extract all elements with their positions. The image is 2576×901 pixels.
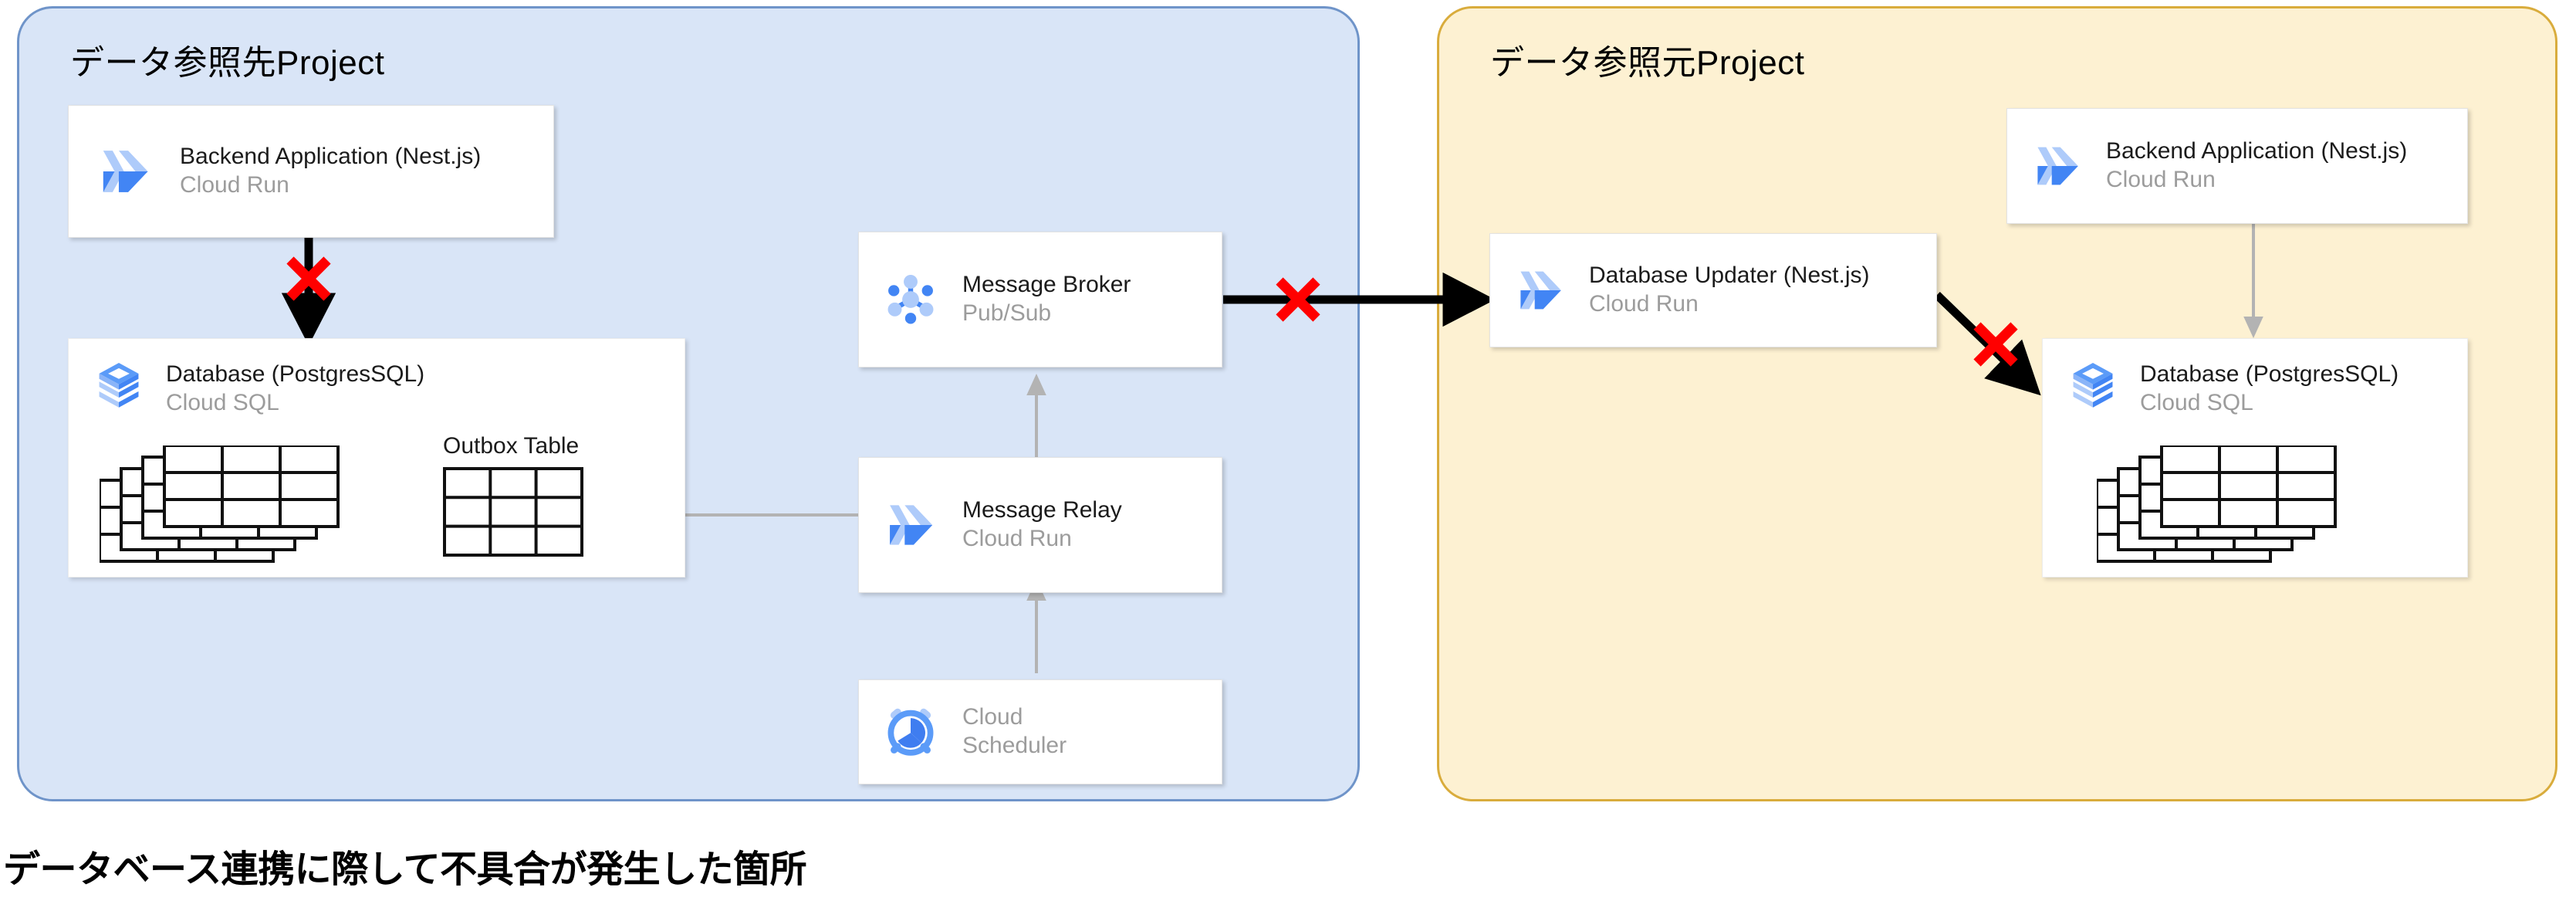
node-subtitle: Cloud Run xyxy=(1589,291,1699,317)
node-title: Message Relay xyxy=(962,497,1122,523)
node-message-broker[interactable]: Message Broker Pub/Sub xyxy=(858,232,1222,368)
cloud-sql-icon xyxy=(2064,357,2121,418)
node-backend-application-left[interactable]: Backend Application (Nest.js) Cloud Run xyxy=(68,105,554,238)
cloud-run-icon xyxy=(2027,136,2088,196)
node-subtitle: Cloud Run xyxy=(962,526,1072,551)
cloud-run-icon xyxy=(1510,260,1570,320)
cloud-scheduler-icon xyxy=(879,700,942,764)
node-title: Backend Application (Nest.js) xyxy=(180,144,482,170)
node-backend-application-right[interactable]: Backend Application (Nest.js) Cloud Run xyxy=(2006,108,2468,224)
node-database-left[interactable]: Database (PostgresSQL) Cloud SQL xyxy=(68,338,685,578)
node-subtitle: Cloud Run xyxy=(2106,167,2216,192)
node-title: Backend Application (Nest.js) xyxy=(2106,138,2408,164)
node-title: Database (PostgresSQL) xyxy=(2140,361,2399,387)
node-database-right[interactable]: Database (PostgresSQL) Cloud SQL xyxy=(2042,338,2468,578)
node-cloud-scheduler[interactable]: Cloud Scheduler xyxy=(858,679,1222,784)
node-subtitle: Cloud Run xyxy=(180,172,289,198)
cloud-run-icon xyxy=(879,493,942,557)
cloud-sql-icon xyxy=(90,357,147,418)
stacked-tables-icon xyxy=(100,445,340,563)
project-title-right: データ参照元Project xyxy=(1490,44,1805,82)
node-message-relay[interactable]: Message Relay Cloud Run xyxy=(858,457,1222,593)
outbox-table-label: Outbox Table xyxy=(443,433,580,459)
node-title: Database (PostgresSQL) xyxy=(166,361,425,387)
diagram-caption: データベース連携に際して不具合が発生した箇所 xyxy=(3,849,807,890)
node-title: Message Broker xyxy=(962,272,1131,298)
node-subtitle: Pub/Sub xyxy=(962,300,1052,326)
node-title: Cloud xyxy=(962,704,1023,730)
node-subtitle: Cloud SQL xyxy=(2140,389,2253,415)
project-title-left: データ参照先Project xyxy=(70,44,385,82)
outbox-table-icon xyxy=(443,467,583,557)
node-subtitle: Scheduler xyxy=(962,733,1067,758)
stacked-tables-icon xyxy=(2097,445,2337,563)
pubsub-icon xyxy=(879,268,942,331)
node-database-updater[interactable]: Database Updater (Nest.js) Cloud Run xyxy=(1489,233,1937,347)
node-subtitle: Cloud SQL xyxy=(166,389,279,415)
node-title: Database Updater (Nest.js) xyxy=(1589,263,1870,289)
cloud-run-icon xyxy=(92,138,158,205)
